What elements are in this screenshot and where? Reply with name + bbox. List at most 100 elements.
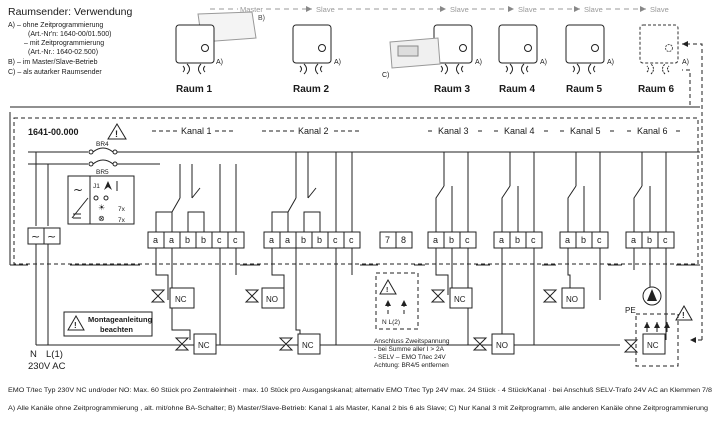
room-6-actuator: NC bbox=[623, 313, 679, 367]
warning-icon: ! bbox=[675, 304, 693, 321]
svg-text:a: a bbox=[631, 235, 636, 245]
svg-text:c: c bbox=[663, 235, 668, 245]
svg-text:7: 7 bbox=[385, 235, 390, 245]
svg-text:BR4: BR4 bbox=[96, 141, 109, 148]
controller-model: 1641-00.000 bbox=[28, 127, 79, 137]
radio-waves-icon bbox=[505, 63, 529, 75]
master-label: Master bbox=[240, 5, 263, 14]
svg-text:~: ~ bbox=[47, 230, 56, 243]
svg-text:b: b bbox=[647, 235, 652, 245]
b-mark: B) bbox=[258, 15, 265, 22]
radio-waves-icon bbox=[299, 63, 323, 75]
room-label: Raum 6 bbox=[638, 84, 675, 95]
svg-text:N L(2): N L(2) bbox=[382, 319, 400, 326]
svg-text:- SELV – EMO T/tec 24V: - SELV – EMO T/tec 24V bbox=[374, 354, 446, 361]
slave-label: Slave bbox=[518, 5, 537, 14]
svg-text:Montageanleitung: Montageanleitung bbox=[88, 315, 153, 324]
svg-text:A): A) bbox=[216, 59, 223, 66]
valve-nc: NC bbox=[174, 333, 217, 355]
radio-waves-icon bbox=[572, 63, 596, 75]
svg-text:beachten: beachten bbox=[100, 325, 133, 334]
kanal-label: Kanal 3 bbox=[438, 126, 469, 136]
br5-jumper: BR5 bbox=[28, 159, 160, 176]
svg-text:b: b bbox=[317, 235, 322, 245]
footer-line-1: EMO T/tec Typ 230V NC und/oder NO: Max. … bbox=[8, 387, 713, 394]
svg-text:C): C) bbox=[382, 72, 389, 79]
svg-text:NC: NC bbox=[302, 341, 314, 350]
relay-wiring bbox=[155, 152, 667, 232]
svg-text:b: b bbox=[201, 235, 206, 245]
svg-text:c: c bbox=[531, 235, 536, 245]
svg-text:!: ! bbox=[74, 321, 77, 330]
terminal-block-kanal-6: a b c bbox=[625, 231, 675, 249]
svg-text:7x: 7x bbox=[118, 217, 126, 224]
svg-text:NO: NO bbox=[496, 341, 508, 350]
svg-text:a: a bbox=[153, 235, 158, 245]
secondary-supply-note: ! N L(2) Anschluss Zweitspannung - bei S… bbox=[374, 272, 450, 369]
svg-text:J1: J1 bbox=[93, 183, 100, 190]
legend-line: – mit Zeitprogrammierung bbox=[24, 40, 104, 47]
terminal-block-kanal-1: a a b b c c bbox=[147, 231, 245, 249]
valve-nc: NC bbox=[430, 287, 473, 309]
svg-text:!: ! bbox=[682, 311, 685, 320]
room-5-sensor: A) Raum 5 bbox=[565, 24, 614, 95]
svg-text:Achtung: BR4/5 entfernen: Achtung: BR4/5 entfernen bbox=[374, 362, 449, 369]
legend-line: C) – als autarker Raumsender bbox=[8, 69, 102, 76]
svg-text:b: b bbox=[301, 235, 306, 245]
room-2-sensor: A) Raum 2 bbox=[292, 24, 341, 95]
svg-text:☀: ☀ bbox=[98, 203, 105, 212]
svg-text:a: a bbox=[269, 235, 274, 245]
radio-waves-icon bbox=[646, 63, 670, 75]
power-l1: L(1) bbox=[46, 349, 63, 360]
svg-text:PE: PE bbox=[625, 306, 636, 315]
legend-line: A) – ohne Zeitprogrammierung bbox=[8, 22, 103, 29]
warning-icon: ! bbox=[107, 123, 127, 140]
room-label: Raum 2 bbox=[293, 84, 330, 95]
kanal-label: Kanal 5 bbox=[570, 126, 601, 136]
power-voltage: 230V AC bbox=[28, 361, 66, 372]
svg-text:~: ~ bbox=[31, 230, 40, 243]
valve-no: NO bbox=[542, 287, 585, 309]
svg-text:A): A) bbox=[540, 59, 547, 66]
slave-label: Slave bbox=[316, 5, 335, 14]
terminal-block-kanal-4: a b c bbox=[493, 231, 543, 249]
svg-text:NC: NC bbox=[454, 295, 466, 304]
room-label: Raum 5 bbox=[566, 84, 603, 95]
pump-icon: PE bbox=[625, 286, 662, 315]
room-1-sensor: A) Raum 1 bbox=[175, 24, 223, 95]
svg-text:~: ~ bbox=[73, 183, 83, 197]
br4-jumper: BR4 bbox=[28, 141, 700, 155]
svg-text:A): A) bbox=[475, 59, 482, 66]
svg-text:b: b bbox=[581, 235, 586, 245]
svg-text:c: c bbox=[465, 235, 470, 245]
header-title: Raumsender: Verwendung bbox=[8, 6, 132, 18]
svg-text:NC: NC bbox=[647, 341, 659, 350]
kanal-label: Kanal 6 bbox=[637, 126, 668, 136]
radio-waves-icon bbox=[440, 63, 464, 75]
svg-text:c: c bbox=[597, 235, 602, 245]
kanal-label: Kanal 1 bbox=[181, 126, 212, 136]
slave-label: Slave bbox=[584, 5, 603, 14]
room-6-sensor: A) Raum 6 bbox=[638, 24, 689, 95]
power-supply-block: ~ J1 ☀ 7x ⊗ 7x bbox=[67, 175, 135, 225]
svg-text:NC: NC bbox=[198, 341, 210, 350]
svg-text:Anschluss Zweitspannung: Anschluss Zweitspannung bbox=[374, 338, 450, 345]
valve-nc: NC bbox=[150, 287, 195, 309]
kanal-label: Kanal 2 bbox=[298, 126, 329, 136]
power-terminal-block: ~ ~ bbox=[27, 227, 61, 245]
slave-label: Slave bbox=[450, 5, 469, 14]
svg-text:b: b bbox=[449, 235, 454, 245]
valve-nc: NC bbox=[278, 333, 321, 355]
radio-waves-icon bbox=[182, 63, 206, 75]
legend-line: B) – im Master/Slave-Betrieb bbox=[8, 59, 98, 66]
svg-text:b: b bbox=[185, 235, 190, 245]
svg-text:a: a bbox=[565, 235, 570, 245]
svg-text:A): A) bbox=[334, 59, 341, 66]
svg-text:c: c bbox=[217, 235, 222, 245]
svg-text:A): A) bbox=[682, 59, 689, 66]
svg-text:c: c bbox=[333, 235, 338, 245]
svg-text:c: c bbox=[233, 235, 238, 245]
room-4-sensor: A) Raum 4 bbox=[498, 24, 547, 95]
terminal-block-kanal-3: a b c bbox=[427, 231, 477, 249]
footer-line-2: A) Alle Kanäle ohne Zeitprogrammierung ,… bbox=[8, 405, 709, 412]
